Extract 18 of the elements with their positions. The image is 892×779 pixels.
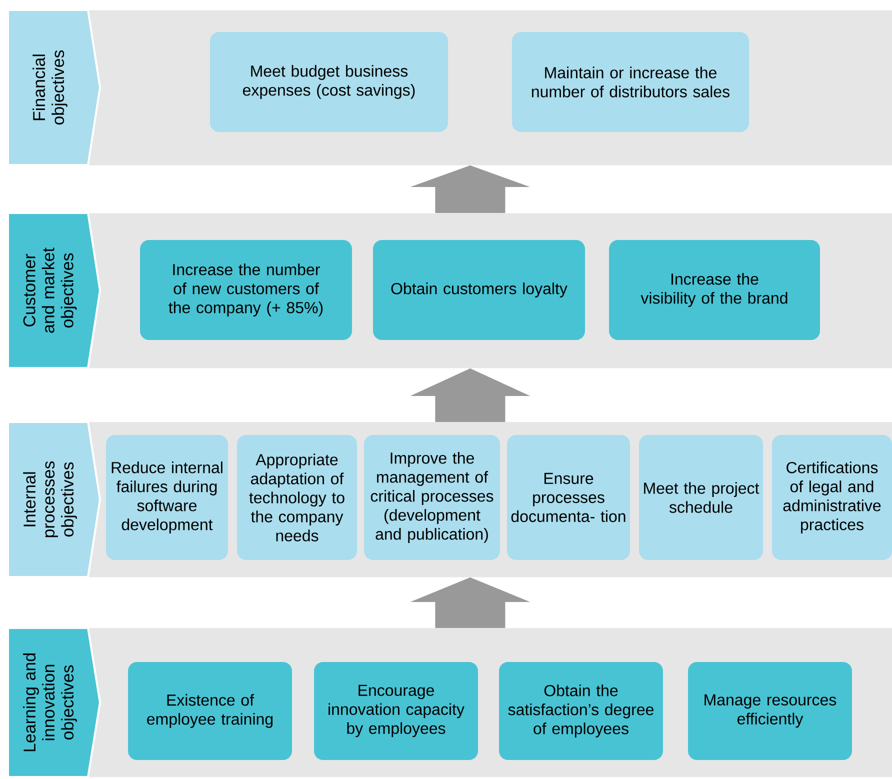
block-arrow [410,577,530,628]
block-arrow [410,165,530,213]
objective-box: Increase the number of new customers of the company (+ 85%) [140,240,352,340]
block-arrow [410,368,530,422]
objective-box: Improve the management of critical processes (development and publication) [364,434,500,560]
objective-box: Obtain the satisfaction’s degree of employees [499,662,663,760]
objective-box: Appropriate adaptation of technology to the company needs [237,434,357,560]
objective-box: Encourage innovation capacity by employees [314,662,478,760]
objective-box: Manage resources efficiently [688,662,852,760]
objective-box: Existence of employee training [128,662,292,760]
objective-box: Reduce internal failures during software development [106,434,228,560]
objective-box: Meet the project schedule [639,434,763,560]
objective-box: Meet budget business expenses (cost savings) [210,32,448,132]
objective-box: Increase the visibility of the brand [609,240,820,340]
objective-box: Obtain customers loyalty [373,240,585,340]
objective-box: Certifications of legal and administrative practices [772,434,892,560]
objective-box: Ensure processes documenta- tion [507,434,630,560]
objective-box: Maintain or increase the number of distributors sales [512,32,749,132]
